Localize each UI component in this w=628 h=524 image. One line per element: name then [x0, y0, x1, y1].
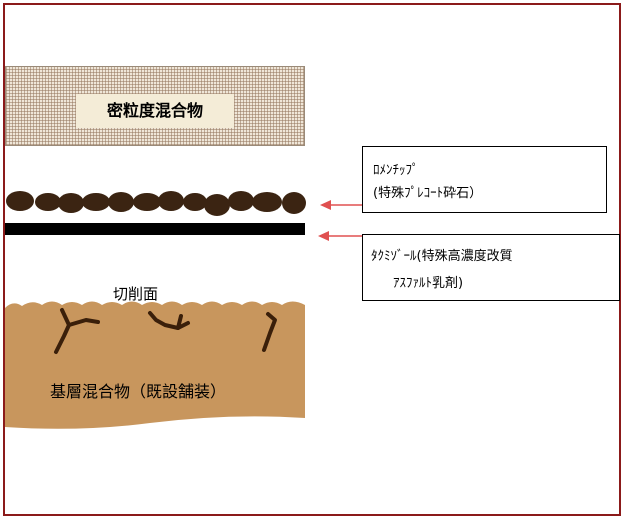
crack — [176, 314, 183, 330]
dense-graded-mixture-label: 密粒度混合物 — [106, 101, 203, 120]
chip-stone — [6, 191, 34, 211]
base-mixture-layer — [5, 301, 305, 429]
base-mixture-label: 基層混合物（既設舗装） — [50, 382, 227, 401]
dense-label-background — [76, 94, 234, 128]
chip-stone — [35, 193, 61, 211]
chip-stone — [183, 193, 207, 211]
callout-romen-chip: ﾛﾒﾝﾁｯﾌﾟ (特殊ﾌﾟﾚｺｰﾄ砕石） — [362, 146, 607, 213]
crack — [54, 308, 71, 354]
diagram-frame — [3, 3, 621, 516]
emulsion-layer — [5, 223, 305, 235]
cracks — [54, 308, 277, 354]
callout-romen-description: (特殊ﾌﾟﾚｺｰﾄ砕石） — [373, 186, 483, 201]
chip-stone — [133, 193, 161, 211]
chip-stones — [6, 191, 306, 216]
callout-takumi-title: ﾀｸﾐｿﾞｰﾙ(特殊高濃度改質 — [371, 249, 513, 264]
chip-stone — [158, 191, 184, 211]
chip-stone — [82, 193, 110, 211]
chip-stone — [252, 192, 282, 212]
cut-surface-label: 切削面 — [113, 285, 159, 303]
chip-stone — [108, 192, 134, 212]
callout-takumi-sol: ﾀｸﾐｿﾞｰﾙ(特殊高濃度改質 ｱｽﾌｧﾙﾄ乳剤) — [362, 234, 620, 301]
chip-stone — [58, 193, 84, 213]
crack — [148, 311, 190, 330]
dense-graded-mixture-layer — [5, 66, 305, 146]
chip-stone — [228, 191, 254, 211]
chip-stone — [282, 192, 306, 214]
crack — [67, 318, 100, 327]
arrow-head — [320, 200, 331, 210]
chip-stone — [204, 194, 230, 216]
callout-arrows — [318, 200, 362, 241]
crack — [262, 312, 277, 352]
arrow-head — [318, 231, 329, 241]
callout-takumi-description: ｱｽﾌｧﾙﾄ乳剤) — [393, 276, 464, 291]
callout-romen-title: ﾛﾒﾝﾁｯﾌﾟ — [373, 163, 419, 178]
